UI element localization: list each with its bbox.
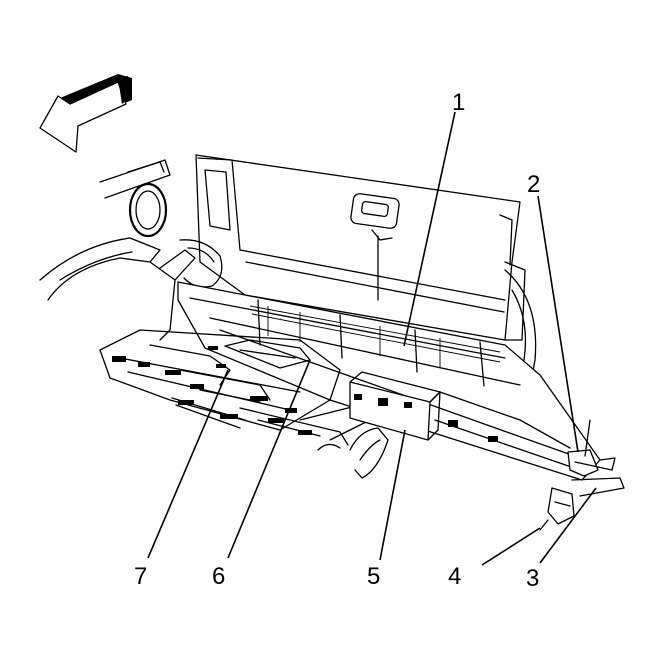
callout-3: 3 xyxy=(526,565,539,592)
leader-lines xyxy=(147,111,597,566)
callout-5: 5 xyxy=(367,563,380,590)
floor-panel xyxy=(99,329,341,431)
callout-2: 2 xyxy=(527,171,540,198)
leader-line-6 xyxy=(227,359,311,559)
end-gate-handle xyxy=(350,193,400,241)
left-side-panel xyxy=(39,159,196,341)
end-gate xyxy=(195,154,537,411)
rear-bracket xyxy=(349,371,441,441)
leader-line-7 xyxy=(147,369,229,559)
front-direction-arrow-icon xyxy=(39,74,132,153)
fastener-nut xyxy=(539,487,575,531)
callout-7: 7 xyxy=(134,563,147,590)
leader-line-1 xyxy=(403,111,456,347)
callout-4: 4 xyxy=(448,563,461,590)
leader-line-5 xyxy=(379,429,406,561)
right-bumper-mount xyxy=(434,391,625,497)
leader-line-3 xyxy=(539,487,597,564)
callout-labels: 1 2 3 4 5 6 7 xyxy=(134,89,540,592)
leader-line-2 xyxy=(537,195,579,453)
leader-line-4 xyxy=(481,527,541,566)
callout-6: 6 xyxy=(212,563,225,590)
callout-1: 1 xyxy=(452,89,465,116)
